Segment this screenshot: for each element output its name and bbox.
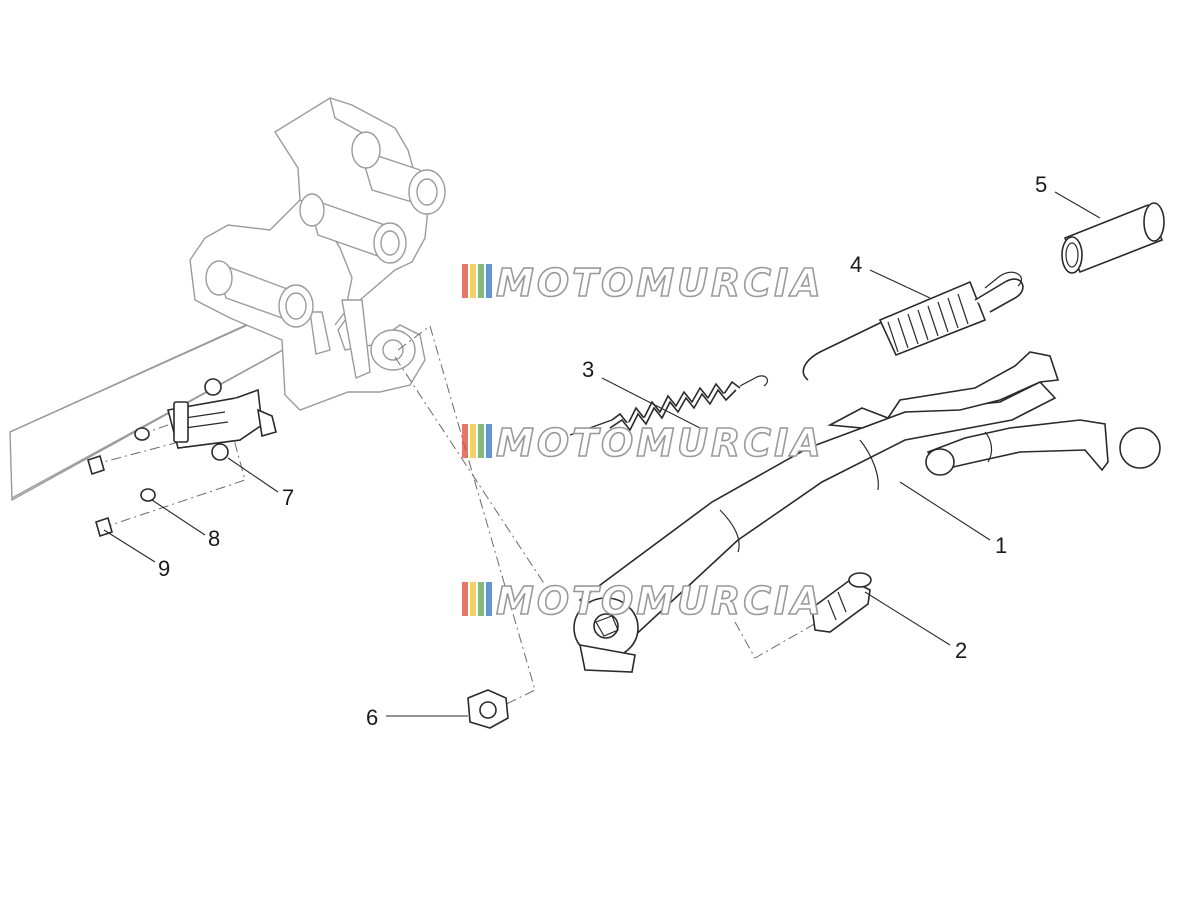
large-spring-part-4 [802, 271, 1024, 381]
watermark-bottom: MOTOMURCIA [462, 578, 824, 624]
screw-part-9 [87, 454, 113, 538]
callout-5: 5 [1035, 172, 1047, 197]
callout-7: 7 [282, 485, 294, 510]
watermark-text: MOTOMURCIA [496, 421, 824, 465]
callout-8: 8 [208, 526, 220, 551]
watermark-text: MOTOMURCIA [496, 579, 824, 623]
watermark-text: MOTOMURCIA [496, 261, 824, 305]
callout-4: 4 [850, 252, 862, 277]
callout-9: 9 [158, 556, 170, 581]
washer-part-8 [134, 427, 156, 502]
callout-1: 1 [995, 533, 1007, 558]
callout-2: 2 [955, 638, 967, 663]
watermark-logo-stripes [462, 424, 492, 458]
watermark-top: MOTOMURCIA [462, 260, 824, 306]
watermark-logo-stripes [462, 582, 492, 616]
watermark-middle: MOTOMURCIA [462, 420, 824, 466]
side-stand-part-1 [573, 351, 1161, 673]
watermark-logo-stripes [462, 264, 492, 298]
sensor-switch-part-7 [167, 378, 277, 461]
pivot-bolt-part-2 [811, 572, 872, 633]
callout-labels: 1 2 3 4 5 6 7 8 9 [158, 172, 1047, 730]
callout-3: 3 [582, 357, 594, 382]
small-spring-part-3 [569, 375, 768, 436]
frame-bracket [9, 97, 446, 502]
nut-part-6 [467, 689, 509, 729]
bushing-part-5 [1061, 202, 1165, 274]
leader-lines [103, 191, 1101, 717]
callout-6: 6 [366, 705, 378, 730]
